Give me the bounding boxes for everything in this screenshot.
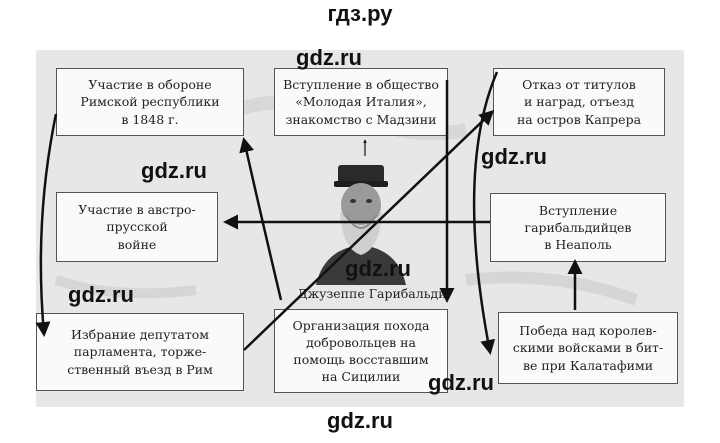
watermark-2: gdz.ru bbox=[141, 158, 207, 183]
box-deputy-election: Избрание депутатом парламента, торже- ст… bbox=[36, 313, 244, 391]
portrait-caption: Джузеппе Гарибальди bbox=[297, 286, 447, 301]
watermark-4: gdz.ru bbox=[345, 256, 411, 281]
box-young-italy: Вступление в общество «Молодая Италия», … bbox=[274, 68, 448, 136]
watermark-6: gdz.ru bbox=[428, 370, 494, 395]
watermark-3: gdz.ru bbox=[481, 144, 547, 169]
box-calatafimi-victory: Победа над королев- скими войсками в бит… bbox=[498, 312, 678, 384]
arrow-sicily-to-young-italy bbox=[239, 137, 283, 301]
arrow-refusal-to-victory bbox=[472, 71, 499, 355]
site-header: гдз.ру bbox=[327, 1, 393, 26]
box-naples: Вступление гарибальдийцев в Неаполь bbox=[490, 193, 666, 262]
box-austro-prussian-war: Участие в австро- прусской войне bbox=[56, 192, 218, 262]
watermark-5: gdz.ru bbox=[68, 282, 134, 307]
arrow-defense-to-deputy bbox=[35, 113, 58, 337]
arrow-deputy-to-refusal bbox=[243, 109, 495, 351]
site-footer: gdz.ru bbox=[327, 408, 393, 433]
box-sicily-expedition: Организация похода добровольцев на помощ… bbox=[274, 309, 448, 393]
box-defense-rome: Участие в обороне Римской республики в 1… bbox=[56, 68, 244, 136]
box-refusal-titles: Отказ от титулов и наград, отъезд на ост… bbox=[493, 68, 665, 136]
watermark-1: gdz.ru bbox=[296, 45, 362, 70]
